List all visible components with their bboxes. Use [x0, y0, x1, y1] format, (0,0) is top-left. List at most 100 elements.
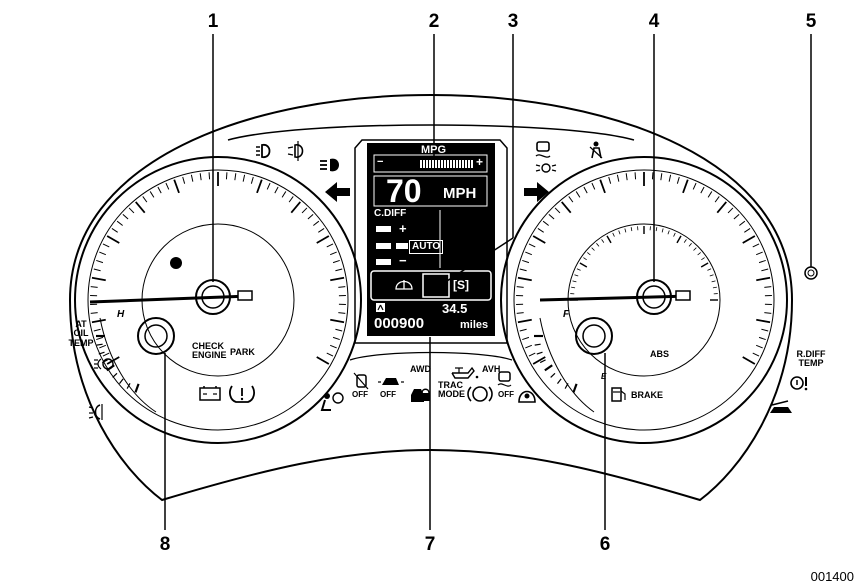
callout-8: 8 — [159, 534, 171, 555]
gauge-tick — [332, 336, 340, 341]
gauge-tick — [542, 220, 549, 226]
temp-hot-mark: H — [117, 309, 125, 320]
gauge-tick — [122, 213, 129, 220]
fuel-avg-icon — [376, 303, 385, 312]
gauge-tick — [758, 259, 766, 264]
cdiff-plus: + — [399, 221, 407, 236]
side-lights-icon — [535, 163, 557, 173]
fuel-full-mark: F — [563, 309, 570, 320]
traction-off-icon — [497, 371, 512, 387]
gauge-tick — [693, 247, 697, 251]
mpg-bar-segment — [468, 160, 470, 168]
callout-3: 3 — [507, 11, 519, 32]
gauge-tick — [165, 182, 170, 190]
callout-1: 1 — [207, 11, 219, 32]
gauge-tick — [106, 235, 120, 244]
gauge-tick — [90, 312, 98, 314]
driver-attention-icon — [518, 390, 536, 403]
gauge-tick — [335, 268, 343, 272]
gauge-tick — [525, 344, 532, 349]
fog-light-icon — [287, 141, 304, 161]
left-sub-gauge — [137, 317, 175, 355]
gauge-tick — [519, 268, 527, 272]
left-gauge-ticks — [90, 172, 346, 365]
gauge-tick — [149, 191, 155, 198]
gauge-tick — [564, 383, 569, 389]
lane-departure-off-icon — [353, 372, 369, 390]
gauge-tick — [242, 174, 246, 182]
gauge-tick — [190, 174, 194, 182]
gauge-tick — [764, 286, 772, 288]
gauge-tick — [330, 318, 345, 324]
gauge-tick — [91, 276, 106, 282]
gauge-tick — [727, 207, 734, 214]
mpg-bar-segment — [453, 160, 455, 168]
gauge-tick — [96, 336, 104, 341]
gauge-tick — [525, 251, 532, 256]
gauge-tick — [266, 182, 271, 190]
gauge-tick — [99, 251, 106, 256]
gauge-tick — [764, 312, 772, 314]
off-label-1: OFF — [352, 390, 368, 399]
gauge-tick — [281, 191, 287, 198]
gauge-tick — [752, 352, 760, 357]
gauge-tick — [574, 274, 579, 277]
gauge-tick — [274, 186, 279, 194]
mpg-bar-segment — [441, 160, 443, 168]
gauge-tick — [316, 235, 330, 244]
figure-code: 001400 — [810, 569, 854, 584]
gauge-tick — [332, 259, 340, 264]
gauge-tick — [96, 343, 103, 346]
gauge-tick — [173, 179, 180, 194]
mpg-bar-segment — [429, 160, 431, 168]
gauge-tick — [700, 186, 705, 194]
gauge-tick — [330, 251, 337, 256]
awd-label: AWD — [410, 364, 431, 374]
right-gauge-ticks — [516, 172, 772, 365]
gauge-tick — [618, 230, 621, 235]
gauge-tick — [682, 179, 689, 194]
gauge-tick — [550, 372, 556, 378]
gauge-tick — [234, 173, 237, 181]
stability-control-icon — [535, 141, 551, 158]
odometer-unit: miles — [460, 319, 489, 331]
gauge-tick — [307, 213, 314, 220]
gauge-tick — [539, 359, 546, 364]
gauge-tick — [111, 228, 118, 233]
gauge-tick — [106, 356, 120, 365]
gauge-tick — [135, 201, 146, 214]
gauge-tick — [250, 176, 254, 184]
gauge-tick — [756, 276, 771, 282]
gauge-tick — [624, 228, 627, 233]
gauge-tick — [532, 235, 546, 244]
brake-hold-icon — [467, 386, 493, 402]
gauge-tick — [118, 378, 124, 384]
gauge-tick — [534, 343, 541, 346]
gauge-tick — [733, 213, 740, 220]
gauge-tick — [761, 268, 769, 272]
gauge-tick — [316, 356, 330, 365]
gauge-tick — [134, 383, 140, 393]
gauge-tick — [601, 239, 605, 243]
callout-6: 6 — [599, 534, 611, 555]
park-label: PARK — [230, 347, 255, 357]
gauge-tick — [625, 173, 628, 181]
gauge-tick — [199, 173, 202, 181]
right-needle — [539, 294, 691, 302]
cdiff-auto: AUTO — [409, 240, 444, 254]
gauge-tick — [519, 328, 527, 332]
gauge-tick — [697, 252, 701, 256]
gauge-tick — [568, 196, 574, 203]
multi-info-display — [367, 143, 495, 336]
gauge-tick — [556, 378, 562, 384]
gauge-tick — [126, 383, 131, 389]
rear-fog-icon — [88, 404, 103, 420]
mpg-plus: + — [476, 155, 484, 169]
mpg-bar-segment — [465, 160, 467, 168]
mpg-bar-segment — [426, 160, 428, 168]
gauge-tick — [99, 344, 106, 349]
callout-2: 2 — [428, 11, 440, 32]
fuel-empty-mark: E — [601, 372, 607, 381]
gauge-tick — [630, 227, 633, 232]
